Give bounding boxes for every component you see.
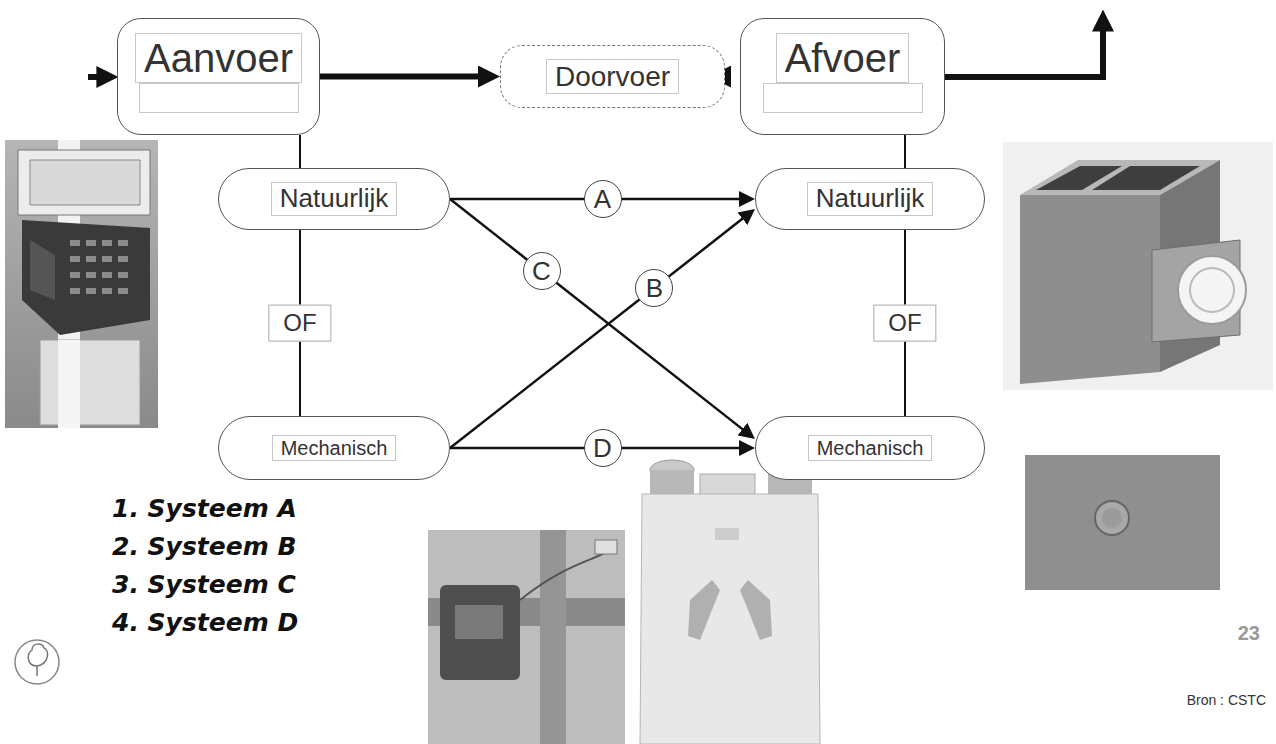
window-vent-photo-part (5, 140, 158, 428)
window-vent-photo-part (102, 256, 112, 262)
fan-unit-photo (428, 530, 625, 744)
page-number: 23 (1238, 622, 1260, 645)
choice-label: OF (873, 305, 936, 342)
mode-box: Mechanisch (755, 416, 985, 480)
system-letter: B (635, 269, 673, 307)
chimney-block-photo-part (1020, 195, 1160, 384)
window-vent-photo-part (118, 288, 128, 294)
system-letter: A (584, 180, 622, 218)
chimney-block-photo (1003, 142, 1273, 390)
window-vent-photo-part (18, 150, 150, 215)
fan-unit-photo-part (440, 585, 520, 680)
system-letter: D (584, 429, 622, 467)
window-vent-photo-part (70, 288, 80, 294)
ceiling-vent-photo-part (1095, 501, 1129, 535)
window-vent-photo-part (30, 240, 55, 300)
heat-recovery-unit-photo-part (740, 580, 772, 640)
chimney-block-photo-part (1178, 256, 1246, 324)
chimney-block-photo-part (1190, 268, 1234, 312)
window-vent-photo-part (58, 340, 80, 428)
window-vent-photo-part (40, 340, 140, 425)
fan-unit-photo-part (520, 548, 612, 600)
window-vent-photo-part (102, 288, 112, 294)
connector (450, 216, 746, 448)
choice-label: OF (268, 305, 331, 342)
window-vent-photo-part (22, 220, 150, 335)
empty-field-box (763, 83, 923, 113)
node-label: Mechanisch (272, 435, 397, 461)
chimney-block-photo-part (1003, 142, 1273, 390)
inlet-arrow-part (88, 74, 103, 80)
connector (299, 135, 301, 168)
transfer-box: Doorvoer (500, 45, 725, 108)
tree-logo (15, 640, 59, 684)
window-vent-photo-part (102, 240, 112, 246)
supply-box: Aanvoer (117, 18, 320, 135)
ceiling-vent-photo-part (1025, 455, 1220, 590)
node-label: Aanvoer (135, 33, 302, 83)
window-vent-photo (5, 140, 158, 428)
window-vent-photo-part (86, 256, 96, 262)
source-note: Bron : CSTC (1187, 692, 1266, 708)
connector (904, 135, 906, 168)
heat-recovery-unit-photo-part (715, 528, 739, 540)
node-label: Natuurlijk (807, 182, 933, 215)
window-vent-photo-part (118, 256, 128, 262)
exhaust-box: Afvoer (740, 18, 945, 135)
node-label: Mechanisch (808, 435, 933, 461)
window-vent-photo-part (118, 272, 128, 278)
system-list-item: 2. Systeem B (112, 532, 296, 561)
window-vent-photo-part (102, 272, 112, 278)
fan-unit-photo-part (455, 605, 503, 639)
window-vent-photo-part (70, 256, 80, 262)
system-list-item: 3. Systeem C (112, 570, 296, 599)
connector (450, 199, 746, 432)
window-vent-photo-part (86, 240, 96, 246)
mode-box: Natuurlijk (755, 168, 985, 230)
ceiling-vent-photo (1025, 455, 1220, 590)
fan-unit-photo-part (595, 540, 617, 554)
node-label: Natuurlijk (271, 182, 397, 215)
window-vent-photo-part (86, 272, 96, 278)
fan-unit-photo-part (428, 530, 625, 744)
outlet-arrow-part (945, 25, 1103, 77)
system-list-item: 4. Systeem D (112, 608, 298, 637)
inlet-arrow (88, 77, 103, 78)
mode-box: Mechanisch (218, 416, 450, 480)
system-list-item: 1. Systeem A (112, 494, 297, 523)
heat-recovery-unit-photo-part (700, 474, 755, 496)
window-vent-photo-part (70, 240, 80, 246)
node-label: Afvoer (776, 33, 910, 83)
heat-recovery-unit-photo (640, 460, 820, 744)
ceiling-vent-photo-part (1102, 508, 1122, 528)
system-letter: C (523, 252, 561, 290)
tree-logo-part (28, 644, 47, 676)
mode-box: Natuurlijk (218, 168, 450, 230)
empty-field-box (139, 83, 299, 113)
window-vent-photo-part (86, 288, 96, 294)
fan-unit-photo-part (540, 530, 566, 744)
connector (320, 74, 485, 80)
window-vent-photo-part (70, 240, 128, 294)
heat-recovery-unit-photo-part (688, 580, 720, 640)
node-label: Doorvoer (546, 59, 679, 95)
window-vent-photo-part (30, 160, 140, 205)
window-vent-photo-part (118, 240, 128, 246)
window-vent-photo-part (70, 272, 80, 278)
heat-recovery-unit-photo-part (650, 470, 694, 496)
tree-logo-part (15, 640, 59, 684)
heat-recovery-unit-photo-part (640, 494, 820, 744)
outlet-arrow (945, 25, 1103, 77)
